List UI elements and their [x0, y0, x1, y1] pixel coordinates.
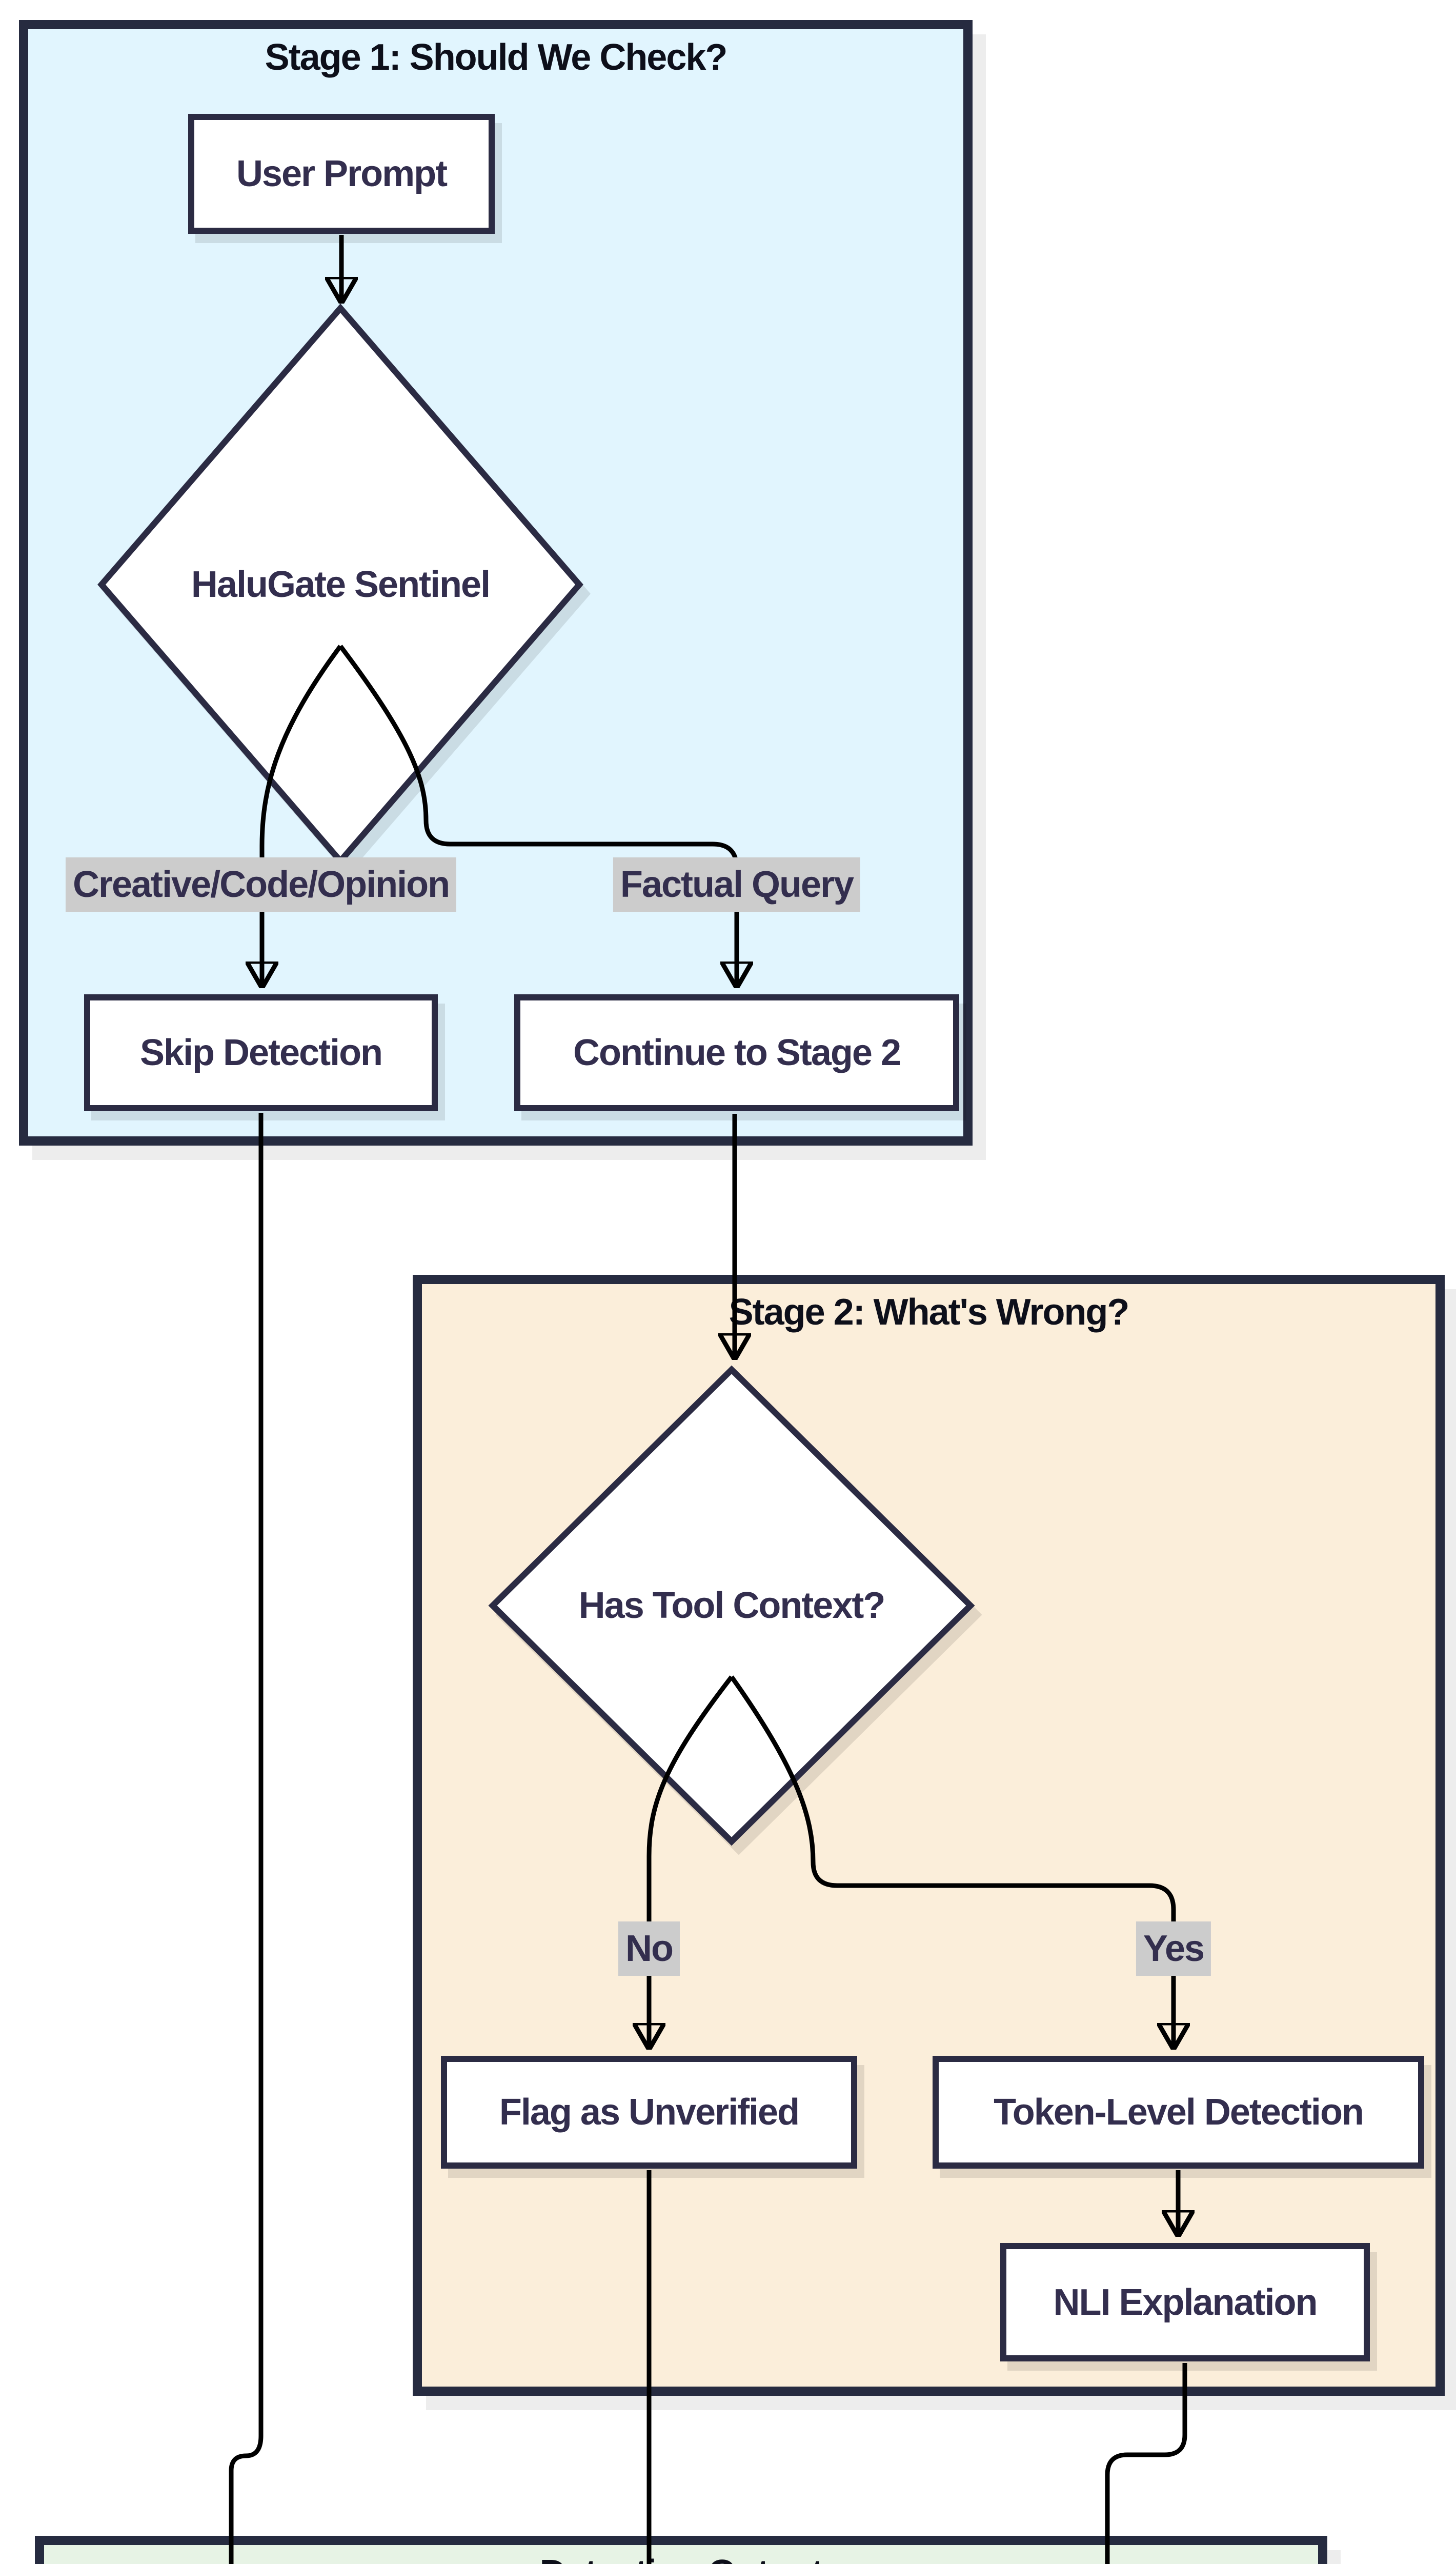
- stage2-container: Stage 2: What's Wrong?: [413, 1275, 1445, 2396]
- edge-label-no: No: [618, 1921, 680, 1976]
- stage1-title: Stage 1: Should We Check?: [265, 37, 728, 78]
- node-user-prompt: User Prompt: [188, 114, 495, 234]
- node-halugate-sentinel: HaluGate Sentinel: [97, 303, 583, 866]
- node-nli-explanation: NLI Explanation: [1000, 2243, 1370, 2361]
- node-token-level-detection-label: Token-Level Detection: [994, 2092, 1364, 2133]
- detection-output-title: Detection Output: [44, 2552, 1318, 2564]
- node-continue-to-stage2-label: Continue to Stage 2: [573, 1032, 901, 1073]
- edge-skip-to-pass: [229, 1113, 264, 2564]
- node-skip-detection-label: Skip Detection: [139, 1032, 383, 1073]
- node-token-level-detection: Token-Level Detection: [933, 2056, 1424, 2169]
- node-flag-as-unverified-label: Flag as Unverified: [499, 2092, 800, 2133]
- node-nli-explanation-label: NLI Explanation: [1053, 2281, 1318, 2323]
- node-continue-to-stage2: Continue to Stage 2: [514, 994, 959, 1111]
- node-halugate-sentinel-label: HaluGate Sentinel: [191, 564, 491, 605]
- edge-label-factual-query: Factual Query: [613, 857, 861, 912]
- edge-label-yes: Yes: [1136, 1921, 1211, 1976]
- node-has-tool-context: Has Tool Context?: [488, 1365, 975, 1846]
- edge-label-creative-code-opinion: Creative/Code/Opinion: [65, 857, 457, 912]
- node-flag-as-unverified: Flag as Unverified: [441, 2056, 857, 2169]
- stage2-title: Stage 2: What's Wrong?: [729, 1292, 1130, 1333]
- node-user-prompt-label: User Prompt: [236, 153, 448, 194]
- node-has-tool-context-label: Has Tool Context?: [578, 1585, 886, 1626]
- detection-output-container: Detection Output: [35, 2536, 1327, 2564]
- node-skip-detection: Skip Detection: [84, 994, 438, 1111]
